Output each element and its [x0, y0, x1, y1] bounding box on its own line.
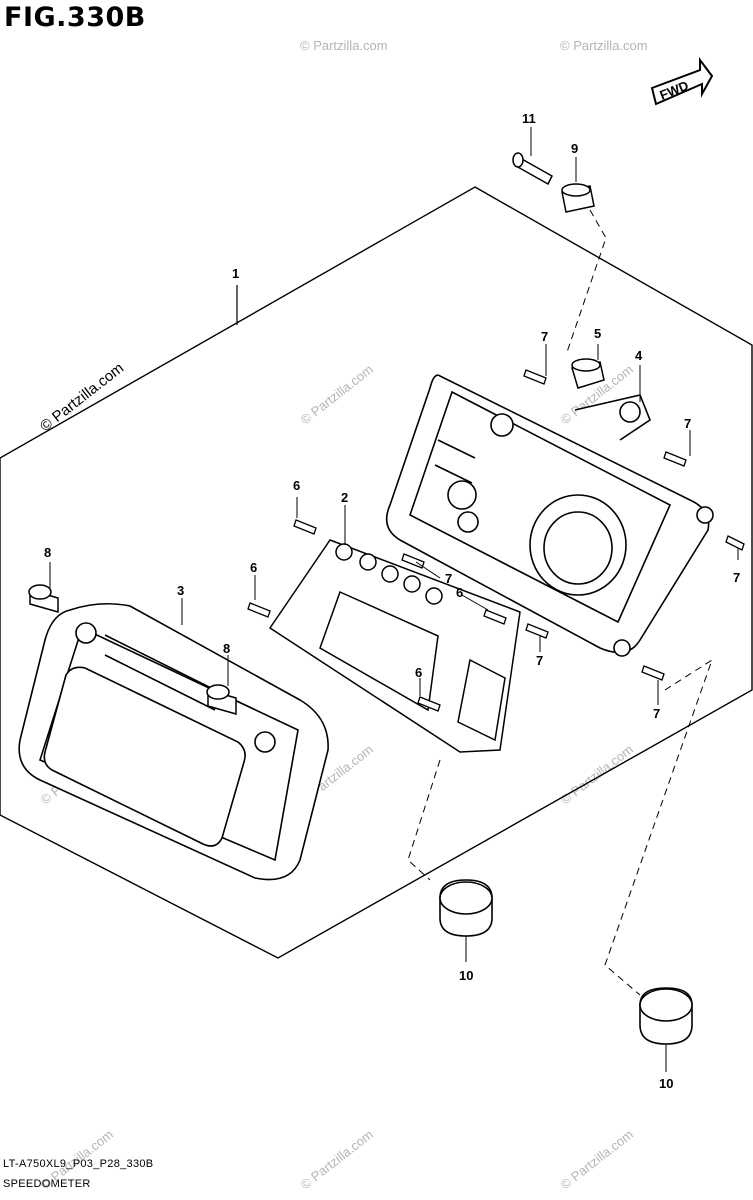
callout-7: 7: [733, 570, 740, 585]
bolt-8-left: [28, 584, 59, 613]
watermark-text: © Partzilla.com: [298, 1127, 376, 1193]
rubber-mount-10-left: [439, 879, 493, 937]
callout-5: 5: [594, 326, 601, 341]
callout-6: 6: [415, 665, 422, 680]
callout-7: 7: [653, 706, 660, 721]
callout-9: 9: [571, 141, 578, 156]
watermark-text: © Partzilla.com: [300, 38, 388, 53]
meter-case: [385, 374, 714, 657]
meter-circuit-plate: [268, 539, 521, 753]
rubber-mount-10-right: [639, 987, 693, 1045]
figure-title: FIG.330B: [4, 2, 146, 33]
grommet-5: [571, 358, 605, 389]
watermark-text: © Partzilla.com: [558, 742, 636, 808]
callout-8: 8: [44, 545, 51, 560]
callout-labels: 1 2 3 4 5 6 6 6 6 7 7 7 7 7 7 8 8 9 10 1…: [44, 111, 740, 1091]
callout-7: 7: [536, 653, 543, 668]
callout-4: 4: [635, 348, 643, 363]
grommet-9: [561, 183, 595, 213]
callout-7: 7: [684, 416, 691, 431]
watermark-text: © Partzilla.com: [558, 1127, 636, 1193]
screw-11: [512, 152, 553, 186]
callout-10: 10: [459, 968, 473, 983]
watermark-text: © Partzilla.com: [298, 362, 376, 428]
callout-6: 6: [250, 560, 257, 575]
section-name: SPEEDOMETER: [3, 1178, 91, 1190]
callout-6: 6: [293, 478, 300, 493]
callout-7: 7: [445, 571, 452, 586]
callout-3: 3: [177, 583, 184, 598]
fwd-label: FWD: [658, 78, 691, 103]
meter-front-cover: [18, 602, 329, 881]
leader-lines: [49, 127, 739, 1072]
callout-7: 7: [541, 329, 548, 344]
bolt-8-center: [206, 684, 237, 715]
callout-6: 6: [456, 585, 463, 600]
fwd-direction-arrow: FWD: [650, 57, 714, 106]
watermark-text: © Partzilla.com: [560, 38, 648, 53]
assembly-outline: [0, 186, 753, 959]
diagram-code: LT-A750XL9_P03_P28_330B: [3, 1158, 154, 1170]
screws-6-7: [247, 369, 745, 712]
callout-1: 1: [232, 266, 239, 281]
callout-11: 11: [522, 111, 536, 126]
watermark-text: © Partzilla.com: [37, 360, 127, 436]
callout-8: 8: [223, 641, 230, 656]
callout-10: 10: [659, 1076, 673, 1091]
callout-2: 2: [341, 490, 348, 505]
